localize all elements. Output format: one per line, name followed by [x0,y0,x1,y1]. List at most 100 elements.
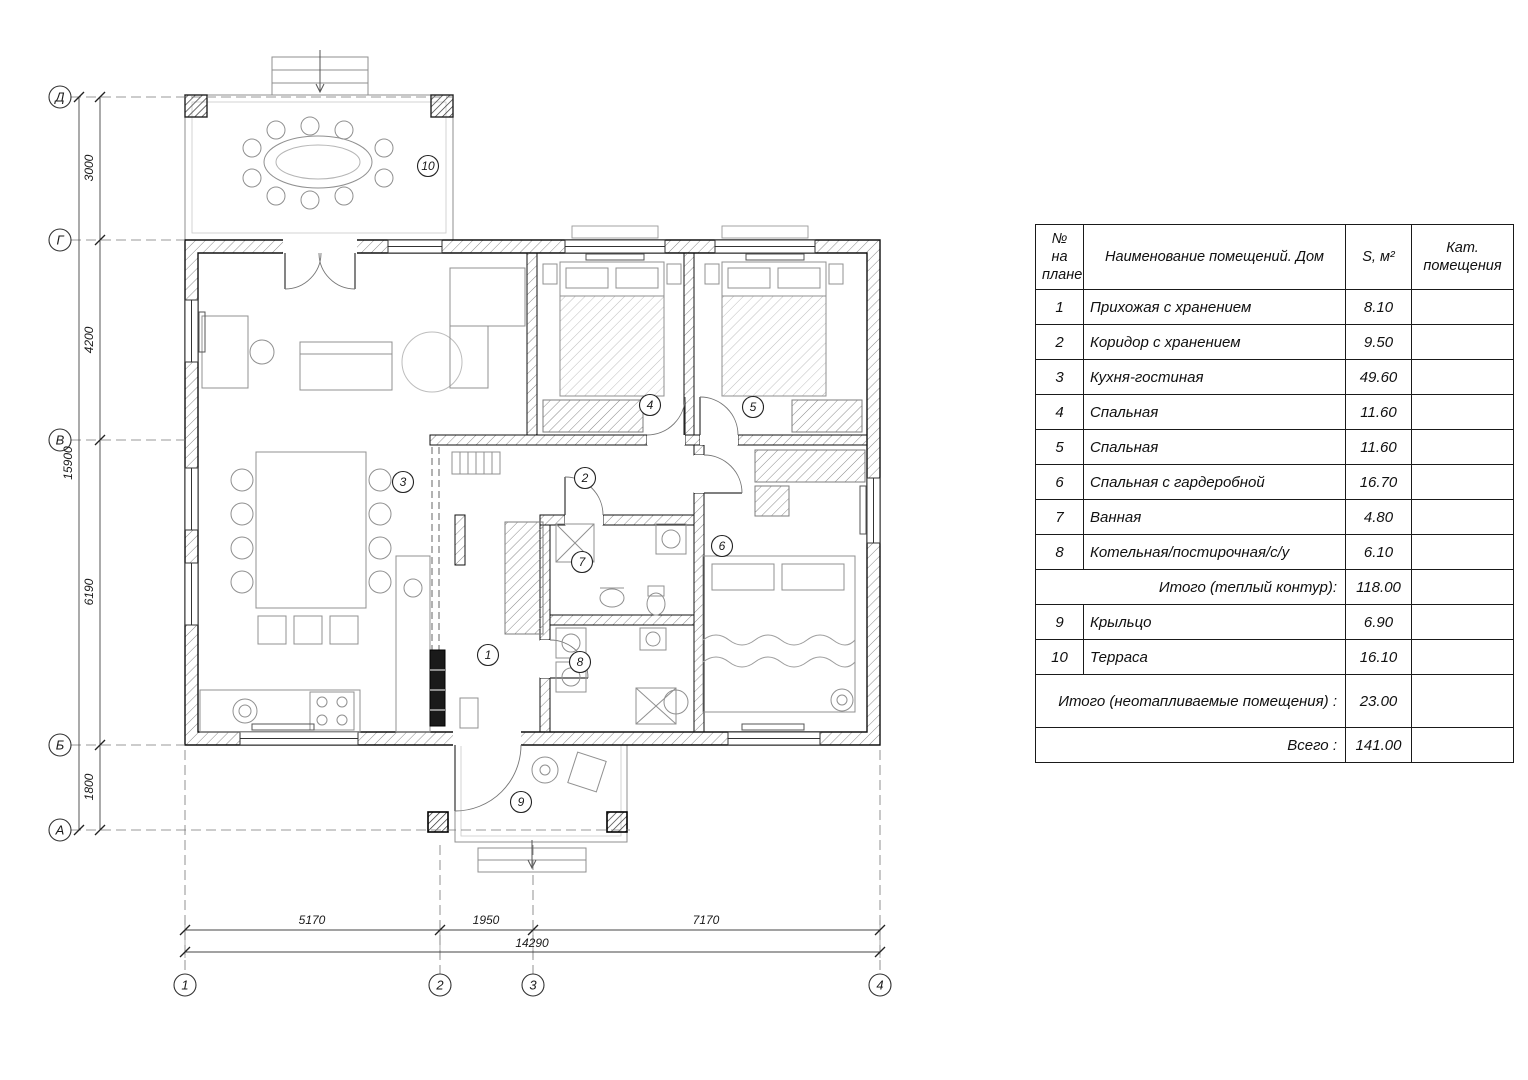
room-marker: 10 [416,154,440,178]
svg-text:4: 4 [647,398,654,412]
cell-name: Котельная/постирочная/с/у [1083,534,1346,570]
cell-name: Спальная [1083,394,1346,430]
cell-num: 6 [1035,464,1084,500]
cell-area: 4.80 [1345,499,1412,535]
cell-subtotal-label: Итого (неотапливаемые помещения) : [1035,674,1346,728]
cell-area: 141.00 [1345,727,1412,763]
cell-num: 7 [1035,499,1084,535]
terrace-double-door-icon [283,239,357,290]
table-row-subtotal: Итого (теплый контур): 118.00 [1035,569,1514,605]
cell-area: 16.70 [1345,464,1412,500]
cell-category [1411,534,1514,570]
cell-num: 4 [1035,394,1084,430]
cell-name: Ванная [1083,499,1346,535]
entrance-door-icon [453,731,522,812]
svg-text:2: 2 [581,471,589,485]
v-dim-label: 3000 [82,154,96,181]
room-marker: 8 [568,650,592,674]
axis-label: Д [53,90,64,105]
terrace-outline [184,94,454,241]
washing-machine-icon [655,523,687,555]
room-marker: 2 [573,466,597,490]
wardrobe-icon [542,399,644,433]
interior-walls [429,252,868,733]
window-icon [387,239,443,254]
shoe-cabinet-icon [459,697,479,729]
window-icon [184,467,199,531]
svg-text:6: 6 [719,539,726,553]
closet-icon [504,521,544,635]
cell-area: 23.00 [1345,674,1412,728]
kitchen-counter-icon [199,689,361,733]
terrace-dining-table-icon [242,116,394,210]
cell-category [1411,429,1514,465]
bed-icon [702,555,856,713]
dining-table-icon [230,451,392,609]
table-row: 3 Кухня-гостиная 49.60 [1035,359,1514,395]
axis-label: В [56,433,65,448]
porch-steps-icon [477,840,587,873]
sink-icon [639,627,667,651]
table-row: 2 Коридор с хранением 9.50 [1035,324,1514,360]
cell-num: 2 [1035,324,1084,360]
bathroom-door-icon [564,476,604,525]
cell-area: 11.60 [1345,429,1412,465]
svg-text:5: 5 [750,400,757,414]
toilet-icon [646,585,666,616]
svg-text:9: 9 [518,795,525,809]
room-marker: 9 [509,790,533,814]
table-row-subtotal: Итого (неотапливаемые помещения) : 23.00 [1035,674,1514,728]
window-icon [714,239,816,254]
svg-text:10: 10 [421,159,435,173]
h-dim-label: 5170 [299,913,326,927]
cell-area: 6.10 [1345,534,1412,570]
sink-icon [599,587,625,608]
cell-name: Спальная с гардеробной [1083,464,1346,500]
bedroom5-door-icon [699,396,739,445]
axis-label: 4 [876,978,883,993]
table-row: 5 Спальная 11.60 [1035,429,1514,465]
svg-text:3: 3 [400,475,407,489]
window-icon [727,731,821,746]
h-dim-total-label: 14290 [515,936,549,950]
v-dim-label: 6190 [82,578,96,605]
table-row: 1 Прихожая с хранением 8.10 [1035,289,1514,325]
floor-plan-drawing: Д Г В Б А 3000 4200 6190 1800 15900 [48,50,892,997]
axis-label: Б [56,738,65,753]
axis-label: 2 [435,978,444,993]
window-sill [571,225,659,239]
bedroom4-door-icon [646,396,686,445]
rug-icon [401,331,463,393]
table-row: 4 Спальная 11.60 [1035,394,1514,430]
row-axes: Д Г В Б А [48,85,630,842]
axis-label: Г [56,233,64,248]
cell-category [1411,464,1514,500]
svg-text:8: 8 [577,655,584,669]
cell-num: 3 [1035,359,1084,395]
cell-name: Кухня-гостиная [1083,359,1346,395]
v-dim-label: 4200 [82,326,96,353]
room-marker: 5 [741,395,765,419]
h-dim-label: 7170 [693,913,720,927]
window-icon [184,562,199,626]
cell-subtotal-label: Итого (теплый контур): [1035,569,1346,605]
axis-label: 3 [529,978,537,993]
col-header-num: № на плане [1035,224,1084,290]
radiator-icon [198,253,867,731]
window-icon [184,299,199,363]
armchairs-icon [257,615,359,645]
window-icon [239,731,359,746]
window-icon [564,239,666,254]
col-header-name: Наименование помещений. Дом [1083,224,1346,290]
cell-grand-total-label: Всего : [1035,727,1346,763]
kitchen-island-icon [395,555,446,733]
col-axes: 1 2 3 4 [173,750,892,997]
vertical-dimensions: 3000 4200 6190 1800 15900 [61,91,106,836]
cell-area: 11.60 [1345,394,1412,430]
table-row-grand-total: Всего : 141.00 [1035,727,1514,763]
room-marker: 3 [391,470,415,494]
window-sill [721,225,809,239]
bed-icon [704,261,844,397]
col-header-category: Кат. помещения [1411,224,1514,290]
